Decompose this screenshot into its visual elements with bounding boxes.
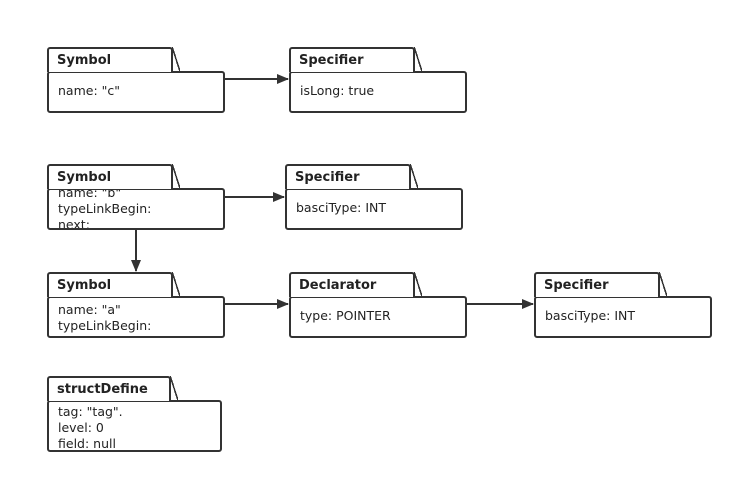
node-body: name: "b" typeLinkBegin: next: <box>47 188 225 230</box>
node-title: Specifier <box>295 170 360 185</box>
node-field: field: null <box>58 436 116 451</box>
node-field: name: "a" <box>58 302 121 317</box>
node-field: type: POINTER <box>300 308 391 323</box>
node-field: basciType: INT <box>545 308 636 323</box>
node-body: tag: "tag". level: 0 field: null <box>47 400 222 452</box>
specifier-long-node: Specifier isLong: true <box>289 47 467 113</box>
node-body: name: "c" <box>47 71 225 113</box>
node-title-tab: Specifier <box>289 47 422 72</box>
node-field: name: "b" <box>58 188 122 200</box>
node-title-tab: Symbol <box>47 47 180 72</box>
node-body: basciType: INT <box>534 296 712 338</box>
node-body: isLong: true <box>289 71 467 113</box>
node-title: structDefine <box>57 382 148 397</box>
node-title: Declarator <box>299 278 377 293</box>
node-title-tab: Declarator <box>289 272 422 297</box>
symbol-c-node: Symbol name: "c" <box>47 47 225 113</box>
node-body: type: POINTER <box>289 296 467 338</box>
node-field: isLong: true <box>300 83 375 98</box>
node-field: level: 0 <box>58 420 104 435</box>
node-field: name: "c" <box>58 83 121 98</box>
node-field: typeLinkBegin: <box>58 201 152 216</box>
node-field: tag: "tag". <box>58 404 123 419</box>
node-title: Symbol <box>57 53 112 68</box>
node-title-tab: Specifier <box>285 164 418 189</box>
node-body: basciType: INT <box>285 188 463 230</box>
node-body: name: "a" typeLinkBegin: <box>47 296 225 338</box>
node-title: Specifier <box>544 278 609 293</box>
symbol-a-node: Symbol name: "a" typeLinkBegin: <box>47 272 225 338</box>
node-title-tab: Specifier <box>534 272 667 297</box>
declarator-a-node: Declarator type: POINTER <box>289 272 467 338</box>
node-title-tab: Symbol <box>47 164 180 189</box>
node-field: next: <box>58 217 90 230</box>
specifier-b-node: Specifier basciType: INT <box>285 164 463 230</box>
node-title: Symbol <box>57 170 112 185</box>
node-field: typeLinkBegin: <box>58 318 152 333</box>
specifier-a-node: Specifier basciType: INT <box>534 272 712 338</box>
node-title-tab: Symbol <box>47 272 180 297</box>
node-title: Symbol <box>57 278 112 293</box>
node-field: basciType: INT <box>296 200 387 215</box>
node-title: Specifier <box>299 53 364 68</box>
node-title-tab: structDefine <box>47 376 178 401</box>
struct-define-node: structDefine tag: "tag". level: 0 field:… <box>47 376 222 452</box>
symbol-b-node: Symbol name: "b" typeLinkBegin: next: <box>47 164 225 230</box>
